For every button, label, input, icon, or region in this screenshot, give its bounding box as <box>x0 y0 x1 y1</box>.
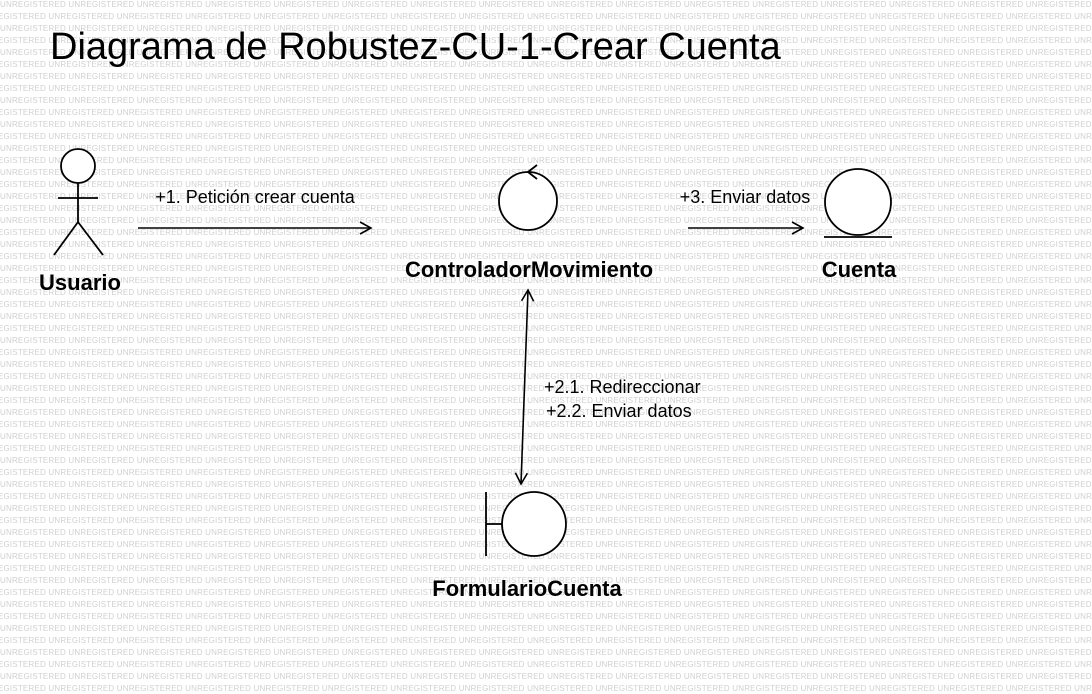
message-label-2-1: +2.1. Redireccionar <box>544 377 701 397</box>
actor-label: Usuario <box>39 270 121 295</box>
message-arrow-2[interactable] <box>514 288 535 486</box>
actor-icon[interactable] <box>53 148 104 256</box>
message-label-2-2: +2.2. Enviar datos <box>546 401 692 421</box>
entity-label: Cuenta <box>821 257 897 282</box>
diagram-title: Diagrama de Robustez-CU-1-Crear Cuenta <box>50 26 781 68</box>
boundary-icon[interactable] <box>485 491 567 557</box>
control-label: ControladorMovimiento <box>404 257 654 282</box>
message-label-3: +3. Enviar datos <box>679 187 811 207</box>
entity-icon[interactable] <box>824 168 892 238</box>
boundary-label: FormularioCuenta <box>432 576 622 601</box>
message-label-1: +1. Petición crear cuenta <box>155 187 355 207</box>
control-icon[interactable] <box>498 164 558 231</box>
